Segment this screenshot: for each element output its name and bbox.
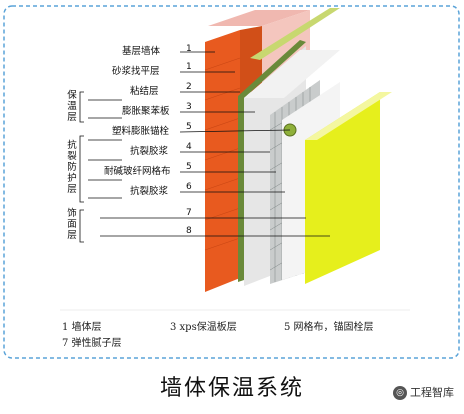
leader-lines — [88, 51, 330, 237]
watermark: ◎工程智库 — [393, 384, 454, 400]
group-label-finish: 饰面层 — [67, 208, 77, 241]
layer-number: 6 — [186, 182, 192, 192]
layer-number: 5 — [186, 122, 192, 132]
group-brackets — [79, 91, 84, 243]
group-label-crack-protection: 抗裂防护层 — [67, 140, 77, 195]
legend-item: 1 墙体层 — [62, 322, 102, 333]
legend-item: 3 xps保温板层 — [170, 322, 237, 333]
insulation-top — [244, 50, 340, 98]
layer-label: 塑料膨胀锚栓 — [112, 126, 170, 137]
layer-label: 基层墙体 — [122, 46, 161, 57]
layer-label: 抗裂胶浆 — [130, 146, 169, 157]
brick-wall — [205, 30, 240, 292]
layer-number: 5 — [186, 162, 192, 172]
finish-top — [305, 92, 392, 140]
layer-number: 4 — [186, 142, 192, 152]
layer-number: 2 — [186, 82, 192, 92]
group-label-insulation: 保温层 — [67, 90, 77, 123]
dashed-frame — [3, 5, 460, 359]
layer-number: 8 — [186, 226, 192, 236]
layer-number: 3 — [186, 102, 192, 112]
layer-label: 膨胀聚苯板 — [122, 106, 170, 117]
legend-item: 5 网格布，锚固栓层 — [284, 322, 374, 333]
layer-number: 1 — [186, 44, 192, 54]
layer-label: 耐碱玻纤网格布 — [104, 166, 171, 177]
layer-label: 粘结层 — [130, 86, 159, 97]
wechat-icon: ◎ — [393, 386, 407, 400]
layer-label: 抗裂胶浆 — [130, 186, 169, 197]
layer-number: 7 — [186, 208, 192, 218]
layer-number: 1 — [186, 62, 192, 72]
brick-top-face — [240, 26, 262, 96]
page-title: 墙体保温系统 — [159, 376, 304, 401]
plaster-top — [208, 10, 310, 26]
layer-label: 砂浆找平层 — [112, 66, 160, 77]
legend-item: 7 弹性腻子层 — [62, 338, 122, 349]
mortar-top — [250, 8, 340, 60]
watermark-text: 工程智库 — [410, 386, 454, 399]
